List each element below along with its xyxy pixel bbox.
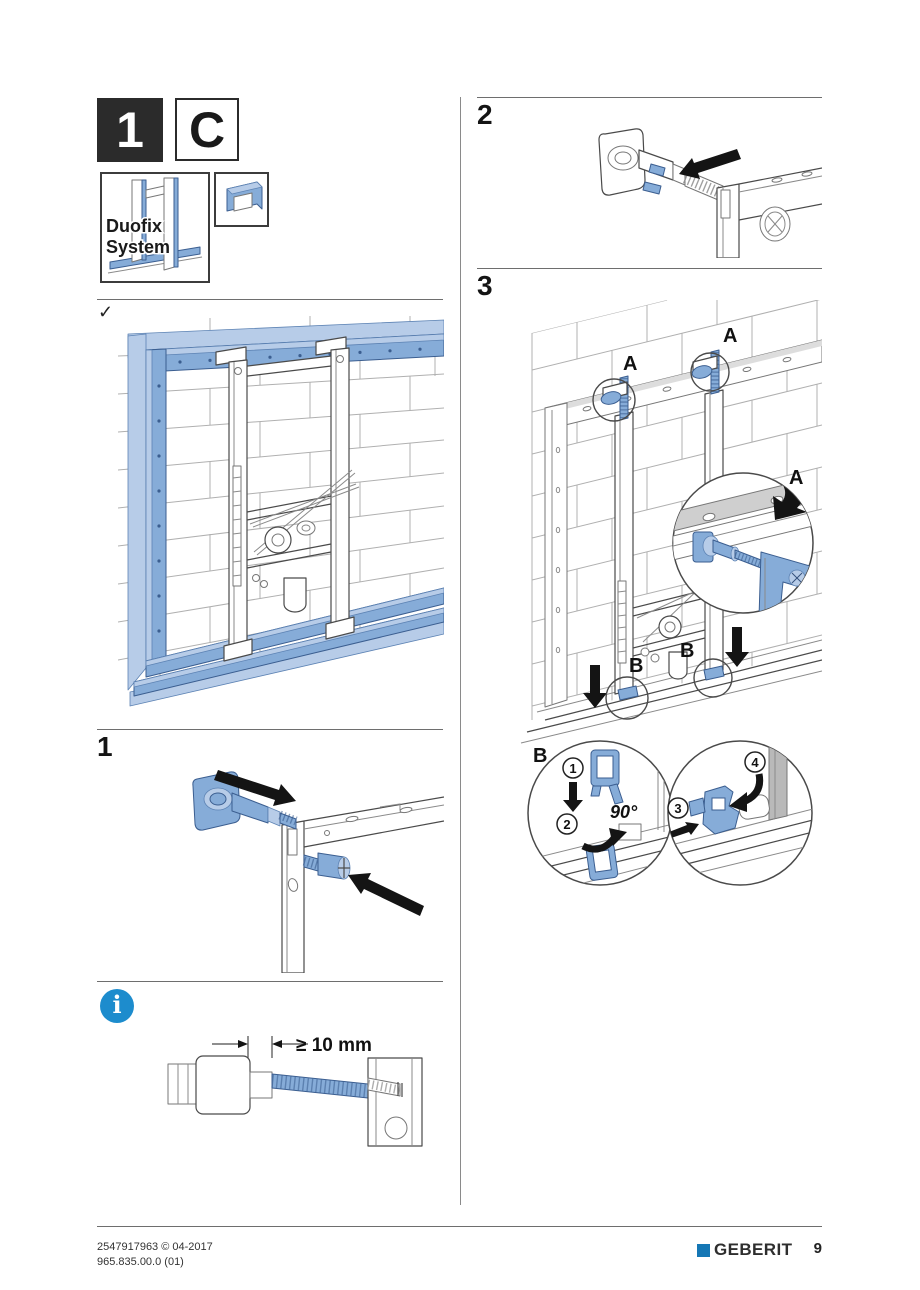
detail-circle-b-left (605, 676, 649, 720)
variant-letter: C (188, 101, 226, 158)
foot-clip-left (617, 685, 639, 701)
mounting-frame (215, 336, 360, 662)
svg-text:4: 4 (751, 755, 759, 770)
detail-label-a: A (623, 353, 637, 375)
frame-corner (716, 167, 822, 258)
lower-arrow-right (725, 627, 749, 667)
wall-anchor-assembly (192, 771, 298, 831)
duofix-label-line2: System (106, 237, 170, 257)
frame-corner (281, 796, 444, 973)
duofix-system-box: Duofix System (100, 172, 210, 283)
footer-divider (97, 1226, 822, 1227)
variant-letter-box: C (175, 98, 239, 161)
svg-text:2: 2 (563, 817, 570, 832)
info-icon: i (100, 989, 134, 1023)
wall-anchor (598, 128, 726, 203)
anchor-body (167, 1055, 273, 1115)
clip-before (590, 749, 624, 805)
section-2-heading: 2 (477, 99, 493, 130)
substep-4-badge: 4 (744, 751, 766, 773)
rotation-angle-label: 90° (610, 802, 638, 822)
substep-3-badge: 3 (667, 797, 689, 819)
geberit-logo-square (697, 1243, 710, 1257)
detail-label-a: A (723, 325, 737, 347)
detail-circle-a-right (690, 352, 730, 392)
divider (477, 97, 822, 98)
tighten-arrow (348, 873, 424, 916)
detail-inset-b-content (528, 741, 672, 885)
threaded-rod (271, 1073, 369, 1099)
geberit-logo: GEBERIT (697, 1240, 792, 1260)
page-number: 9 (813, 1240, 822, 1257)
duofix-label-line1: Duofix (106, 216, 162, 236)
divider (477, 268, 822, 269)
svg-text:1: 1 (569, 761, 576, 776)
pull-arrow (679, 149, 741, 179)
substep-1-badge: 1 (562, 757, 584, 779)
detail-circle-a-left (592, 378, 636, 422)
min-distance-label: ≥ 10 mm (296, 1035, 372, 1056)
step-number: 1 (116, 102, 144, 158)
anchor-insertion-illustration (192, 770, 444, 973)
divider (97, 299, 443, 300)
wall-rail-left (145, 348, 167, 677)
lower-arrow-left (583, 665, 607, 708)
divider (97, 981, 443, 982)
footer-document-number: 2547917963 © 04-2017 (97, 1241, 213, 1253)
detail-inset-a-content (673, 474, 813, 613)
frame-profile (367, 1057, 423, 1147)
footer-document-info: 2547917963 © 04-2017 965.835.00.0 (01) (97, 1240, 213, 1270)
min-distance-illustration: ≥ 10 mm (167, 1035, 423, 1147)
column-divider (460, 97, 461, 1205)
floor-rail (133, 607, 444, 697)
detail-label-b: B (533, 745, 547, 767)
insert-arrow (214, 770, 296, 806)
geberit-wordmark: GEBERIT (714, 1240, 793, 1259)
duofix-system-pictogram: Duofix System (105, 177, 203, 274)
footer-article-number: 965.835.00.0 (01) (97, 1255, 184, 1268)
step-number-box: 1 (97, 98, 163, 162)
insulation-clip-pictogram (226, 181, 263, 212)
fastening-nut (302, 852, 351, 880)
detail-label-b: B (629, 655, 643, 677)
section-1-heading: 1 (97, 731, 113, 762)
foot-clip-right (703, 665, 725, 681)
frame-fixation-illustration: A A B B A (520, 300, 822, 886)
dimension-lines: ≥ 10 mm (212, 1035, 372, 1058)
svg-text:3: 3 (674, 801, 681, 816)
substep-2-badge: 2 (556, 813, 578, 835)
frame-on-wall-illustration (118, 316, 444, 707)
detail-label-a: A (789, 467, 803, 489)
section-3-heading: 3 (477, 270, 493, 301)
detail-label-b: B (680, 640, 694, 662)
detail-circle-b-right (693, 658, 733, 698)
anchor-mounted-illustration (598, 128, 822, 258)
check-mark: ✓ (98, 302, 114, 322)
divider (97, 729, 443, 730)
rail-backing-strip-left (127, 333, 147, 691)
insulation-clip-box (214, 172, 269, 227)
detail-inset-b2-content (669, 741, 812, 879)
